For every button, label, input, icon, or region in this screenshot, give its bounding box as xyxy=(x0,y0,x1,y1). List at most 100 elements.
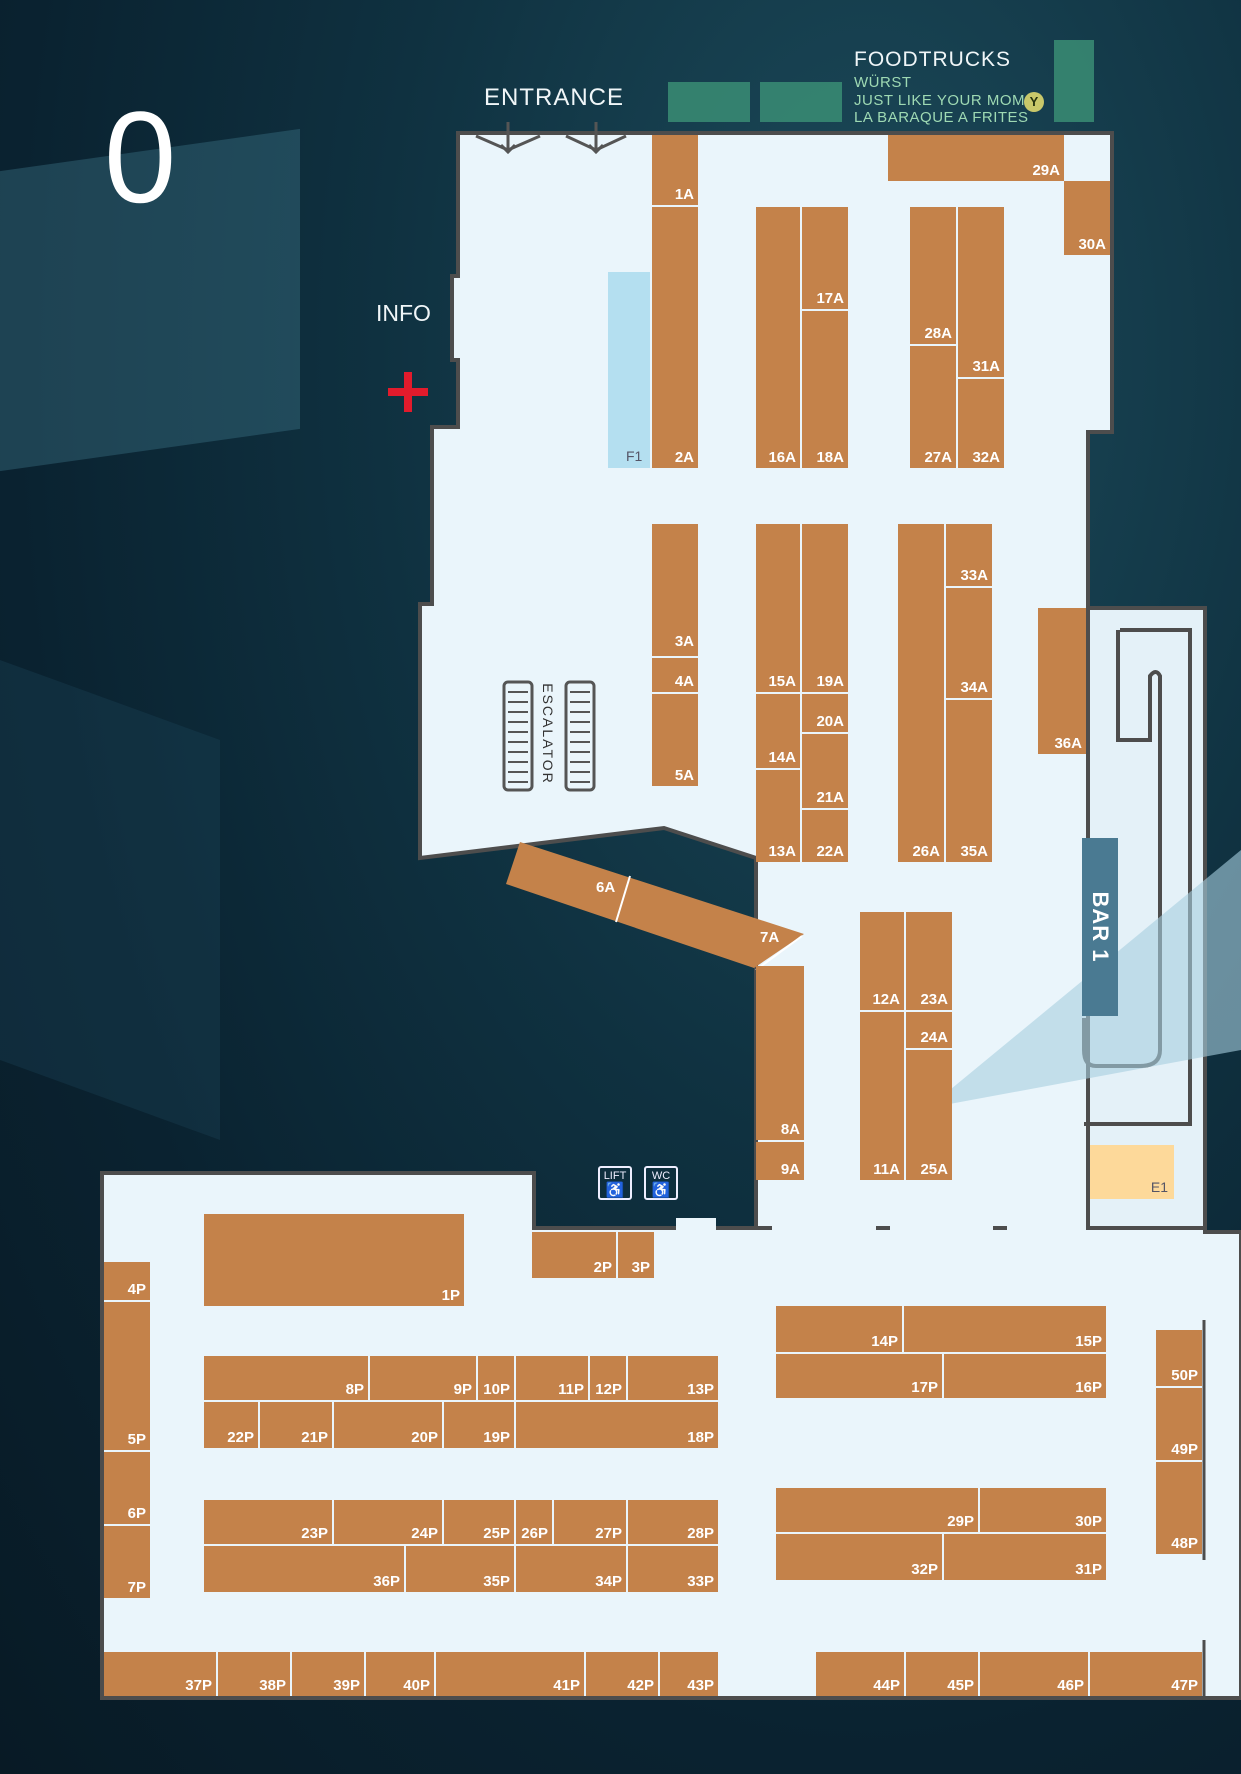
booth[interactable]: 28A xyxy=(910,207,956,344)
booth[interactable]: 1A xyxy=(652,135,698,205)
booth[interactable]: 9A xyxy=(756,1142,804,1180)
booth[interactable]: 12A xyxy=(860,912,904,1010)
booth[interactable]: 5A xyxy=(652,694,698,786)
booth[interactable]: 23A xyxy=(906,912,952,1010)
booth[interactable]: 41P xyxy=(436,1652,584,1696)
booth[interactable]: 31A xyxy=(958,207,1004,377)
area-f1[interactable]: F1 xyxy=(608,272,650,468)
booth[interactable]: 19A xyxy=(802,524,848,692)
booth[interactable]: 33P xyxy=(628,1546,718,1592)
booth[interactable]: 36A xyxy=(1038,608,1086,754)
booth[interactable]: 28P xyxy=(628,1500,718,1544)
booth[interactable]: 13P xyxy=(628,1356,718,1400)
booth[interactable]: 26P xyxy=(516,1500,552,1544)
booth[interactable]: 25P xyxy=(444,1500,514,1544)
booth[interactable]: 42P xyxy=(586,1652,658,1696)
booth[interactable]: 2P xyxy=(532,1232,616,1278)
booth[interactable]: 5P xyxy=(104,1302,150,1450)
booth[interactable]: 4A xyxy=(652,658,698,692)
booth[interactable]: 8A xyxy=(756,966,804,1140)
booth[interactable]: 33A xyxy=(946,524,992,586)
booth[interactable]: 39P xyxy=(292,1652,364,1696)
booth[interactable]: 3P xyxy=(618,1232,654,1278)
booth[interactable]: 26A xyxy=(898,524,944,862)
booth[interactable]: 43P xyxy=(660,1652,718,1696)
booth[interactable]: 22P xyxy=(204,1402,258,1448)
booth[interactable]: 18A xyxy=(802,311,848,468)
booth[interactable]: 18P xyxy=(516,1402,718,1448)
wc-icon: WC♿ xyxy=(644,1166,678,1200)
booth[interactable]: 11A xyxy=(860,1012,904,1180)
booth[interactable]: 12P xyxy=(590,1356,626,1400)
booth[interactable]: 17P xyxy=(776,1354,942,1398)
booth-label[interactable]: 6A xyxy=(596,879,616,896)
booth[interactable]: 2A xyxy=(652,207,698,468)
booth[interactable]: 37P xyxy=(104,1652,216,1696)
booth[interactable]: 3A xyxy=(652,524,698,656)
booth[interactable]: 36P xyxy=(204,1546,404,1592)
booth[interactable]: 29P xyxy=(776,1488,978,1532)
booth[interactable]: 38P xyxy=(218,1652,290,1696)
booth[interactable]: 17A xyxy=(802,207,848,309)
escalator-left xyxy=(502,680,534,792)
booth[interactable]: 27A xyxy=(910,346,956,468)
booth[interactable]: 4P xyxy=(104,1262,150,1300)
door-gap xyxy=(676,1218,716,1232)
booth[interactable]: 20P xyxy=(334,1402,442,1448)
booth[interactable]: 32P xyxy=(776,1534,942,1580)
booth[interactable]: 27P xyxy=(554,1500,626,1544)
foodtruck-slot xyxy=(760,82,842,122)
booth[interactable]: 45P xyxy=(906,1652,978,1696)
booth[interactable]: 24P xyxy=(334,1500,442,1544)
booth[interactable]: 22A xyxy=(802,810,848,862)
booth[interactable]: 19P xyxy=(444,1402,514,1448)
booth[interactable]: 35A xyxy=(946,700,992,862)
booth[interactable]: 25A xyxy=(906,1050,952,1180)
first-aid-icon xyxy=(388,372,428,412)
booth[interactable]: 44P xyxy=(816,1652,904,1696)
booth[interactable]: 14P xyxy=(776,1306,902,1352)
booth[interactable]: 40P xyxy=(366,1652,434,1696)
booth[interactable]: 32A xyxy=(958,379,1004,468)
area-e1[interactable]: E1 xyxy=(1090,1145,1174,1199)
booth[interactable]: 30A xyxy=(1064,181,1110,255)
info-label: INFO xyxy=(376,300,431,326)
lift-icon: LIFT♿ xyxy=(598,1166,632,1200)
booth[interactable]: 15A xyxy=(756,524,800,692)
booth[interactable]: 21A xyxy=(802,734,848,808)
booth[interactable]: 47P xyxy=(1090,1652,1202,1696)
booth[interactable]: 49P xyxy=(1156,1388,1202,1460)
escalator-label: ESCALATOR xyxy=(540,683,556,785)
lift-label: LIFT xyxy=(603,1170,627,1182)
booth[interactable]: 48P xyxy=(1156,1462,1202,1554)
booth[interactable]: 11P xyxy=(516,1356,588,1400)
foodtruck-item: LA BARAQUE A FRITES xyxy=(854,109,1029,126)
booth[interactable]: 34A xyxy=(946,588,992,698)
booth[interactable]: 7P xyxy=(104,1526,150,1598)
booth[interactable]: 46P xyxy=(980,1652,1088,1696)
booth[interactable]: 35P xyxy=(406,1546,514,1592)
booth[interactable]: 24A xyxy=(906,1012,952,1048)
booth[interactable]: 10P xyxy=(478,1356,514,1400)
foodtrucks-title: FOODTRUCKS xyxy=(854,48,1011,71)
booth[interactable]: 8P xyxy=(204,1356,368,1400)
booth[interactable]: 21P xyxy=(260,1402,332,1448)
booth[interactable]: 15P xyxy=(904,1306,1106,1352)
booth[interactable]: 14A xyxy=(756,694,800,768)
foodtruck-slot xyxy=(1054,40,1094,122)
booth[interactable]: 29A xyxy=(888,135,1064,181)
booth[interactable]: 13A xyxy=(756,770,800,862)
booth[interactable]: 20A xyxy=(802,694,848,732)
booth[interactable]: 23P xyxy=(204,1500,332,1544)
booth[interactable]: 9P xyxy=(370,1356,476,1400)
booth[interactable]: 50P xyxy=(1156,1330,1202,1386)
booth[interactable]: 30P xyxy=(980,1488,1106,1532)
booth[interactable]: 16A xyxy=(756,207,800,468)
booth[interactable]: 6P xyxy=(104,1452,150,1524)
booth-label[interactable]: 7A xyxy=(760,929,780,946)
bar-1[interactable]: BAR 1 xyxy=(1082,838,1118,1016)
booth[interactable]: 34P xyxy=(516,1546,626,1592)
booth[interactable]: 1P xyxy=(204,1214,464,1306)
booth[interactable]: 31P xyxy=(944,1534,1106,1580)
booth[interactable]: 16P xyxy=(944,1354,1106,1398)
